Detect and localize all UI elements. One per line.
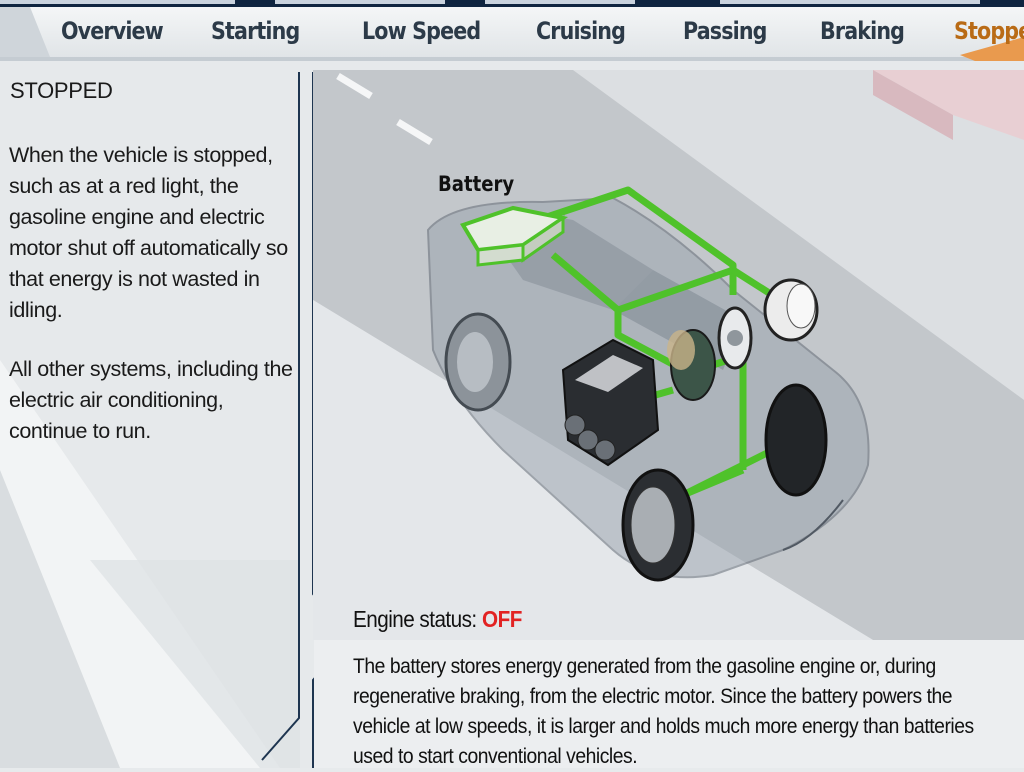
description-paragraph: When the vehicle is stopped, such as at … (9, 143, 288, 322)
tab-stopped[interactable]: Stopped (954, 17, 1024, 45)
power-split-icon (717, 306, 753, 370)
top-strip (0, 0, 1024, 7)
description-paragraph: All other systems, including the electri… (9, 357, 293, 443)
section-tabs: Overview Starting Low Speed Cruising Pas… (0, 7, 1024, 61)
tab-passing[interactable]: Passing (683, 17, 767, 45)
generator-icon (667, 329, 716, 401)
description-panel: STOPPED When the vehicle is stopped, suc… (0, 70, 299, 768)
engine-status-label: Engine status: (353, 606, 477, 632)
tab-cruising[interactable]: Cruising (536, 17, 626, 45)
tab-braking[interactable]: Braking (820, 17, 905, 45)
battery-label: Battery (438, 172, 515, 196)
engine-status: Engine status:OFF (353, 606, 522, 633)
hybrid-system-illustration (313, 70, 1024, 640)
gasoline-engine-icon (561, 338, 660, 467)
component-caption: The battery stores energy generated from… (353, 655, 974, 768)
tab-low-speed[interactable]: Low Speed (362, 17, 481, 45)
front-right-wheel (764, 383, 828, 497)
tab-bar-shape (0, 7, 1024, 61)
section-title: STOPPED (10, 78, 113, 103)
engine-status-value: OFF (482, 606, 522, 632)
electric-motor-icon (763, 278, 819, 342)
tab-starting[interactable]: Starting (211, 17, 300, 45)
tab-overview[interactable]: Overview (61, 17, 164, 45)
battery-icon (460, 205, 569, 267)
